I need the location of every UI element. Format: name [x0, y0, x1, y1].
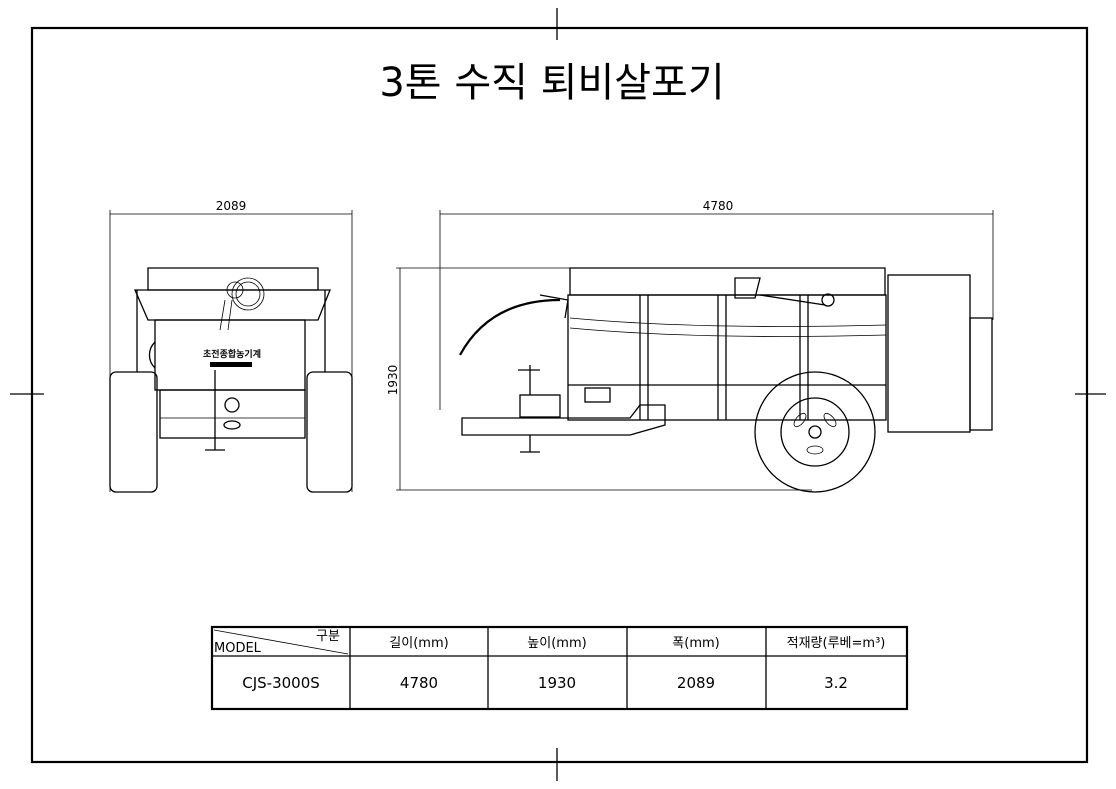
drawing-title: 3톤 수직 퇴비살포기 [379, 60, 724, 106]
cell-length: 4780 [400, 674, 438, 692]
side-wheel [754, 371, 876, 493]
header-width: 폭(mm) [672, 636, 719, 651]
left-wheel [109, 371, 158, 493]
corner-header-model: MODEL [214, 641, 262, 656]
front-width-dimension: 2089 [216, 199, 247, 213]
cell-model: CJS-3000S [242, 674, 320, 692]
header-height: 높이(mm) [527, 636, 586, 651]
spec-table: 구분 MODEL 길이(mm) 높이(mm) 폭(mm) 적재량(루베=m³) … [210, 625, 909, 711]
sheet-border [30, 26, 1089, 764]
brand-phone-number [210, 362, 252, 367]
side-view: 4780 1930 [386, 199, 994, 493]
rear-spreader-box [887, 274, 971, 433]
header-capacity: 적재량(루베=m³) [787, 636, 886, 651]
side-height-dimension: 1930 [386, 365, 400, 396]
cell-height: 1930 [538, 674, 576, 692]
cell-capacity: 3.2 [824, 674, 848, 692]
brand-label: 초전종합농기계 [203, 348, 261, 360]
header-length: 길이(mm) [389, 636, 448, 651]
corner-header-category: 구분 [316, 629, 340, 644]
right-wheel [306, 371, 353, 493]
center-marks [10, 8, 1106, 781]
drawbar [461, 404, 666, 436]
front-view: 2089 초전종합농기계 [109, 199, 353, 493]
cell-width: 2089 [677, 674, 715, 692]
side-length-dimension: 4780 [703, 199, 734, 213]
